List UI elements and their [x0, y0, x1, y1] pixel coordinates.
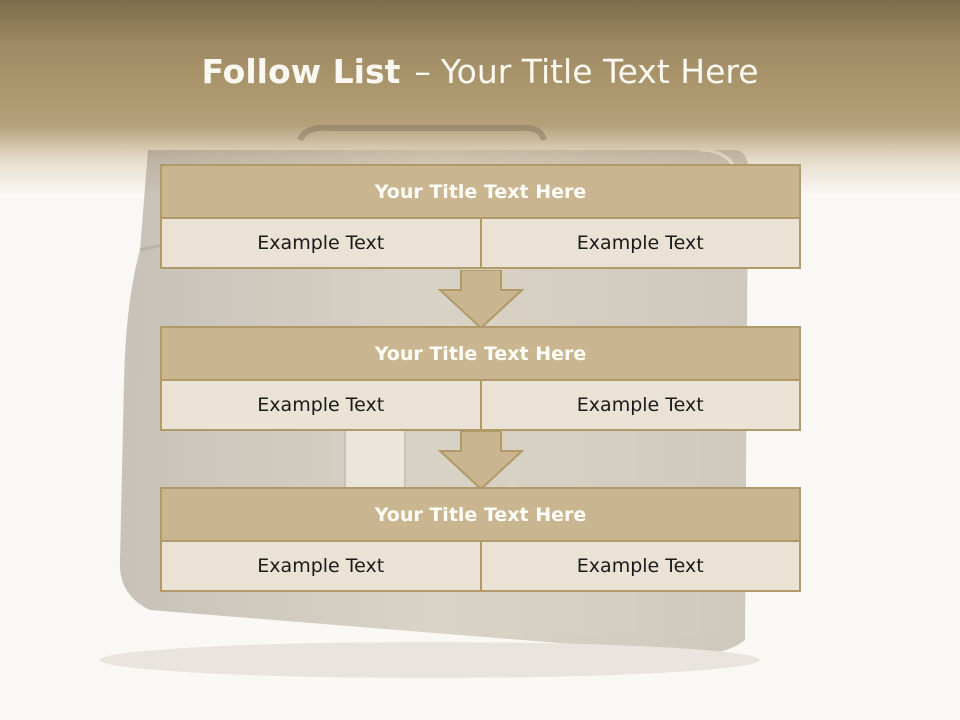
block-title: Your Title Text Here [160, 326, 801, 381]
list-block-1: Your Title Text Here Example Text Exampl… [160, 164, 801, 269]
slide-title-separator: – [414, 52, 431, 91]
block-row: Example Text Example Text [160, 219, 801, 269]
slide-title-bold: Follow List [201, 52, 401, 91]
block-title: Your Title Text Here [160, 164, 801, 219]
block-cell-left: Example Text [160, 219, 482, 269]
down-arrow-icon [438, 431, 524, 491]
block-cell-right: Example Text [481, 219, 801, 269]
slide-title-rest: Your Title Text Here [440, 52, 759, 91]
block-cell-right: Example Text [481, 381, 801, 431]
block-cell-right: Example Text [481, 542, 801, 592]
slide-title: Follow List–Your Title Text Here [0, 52, 960, 91]
down-arrow-icon [438, 270, 524, 330]
block-title: Your Title Text Here [160, 487, 801, 542]
block-cell-left: Example Text [160, 381, 482, 431]
block-row: Example Text Example Text [160, 381, 801, 431]
block-cell-left: Example Text [160, 542, 482, 592]
list-block-3: Your Title Text Here Example Text Exampl… [160, 487, 801, 592]
block-row: Example Text Example Text [160, 542, 801, 592]
list-block-2: Your Title Text Here Example Text Exampl… [160, 326, 801, 431]
